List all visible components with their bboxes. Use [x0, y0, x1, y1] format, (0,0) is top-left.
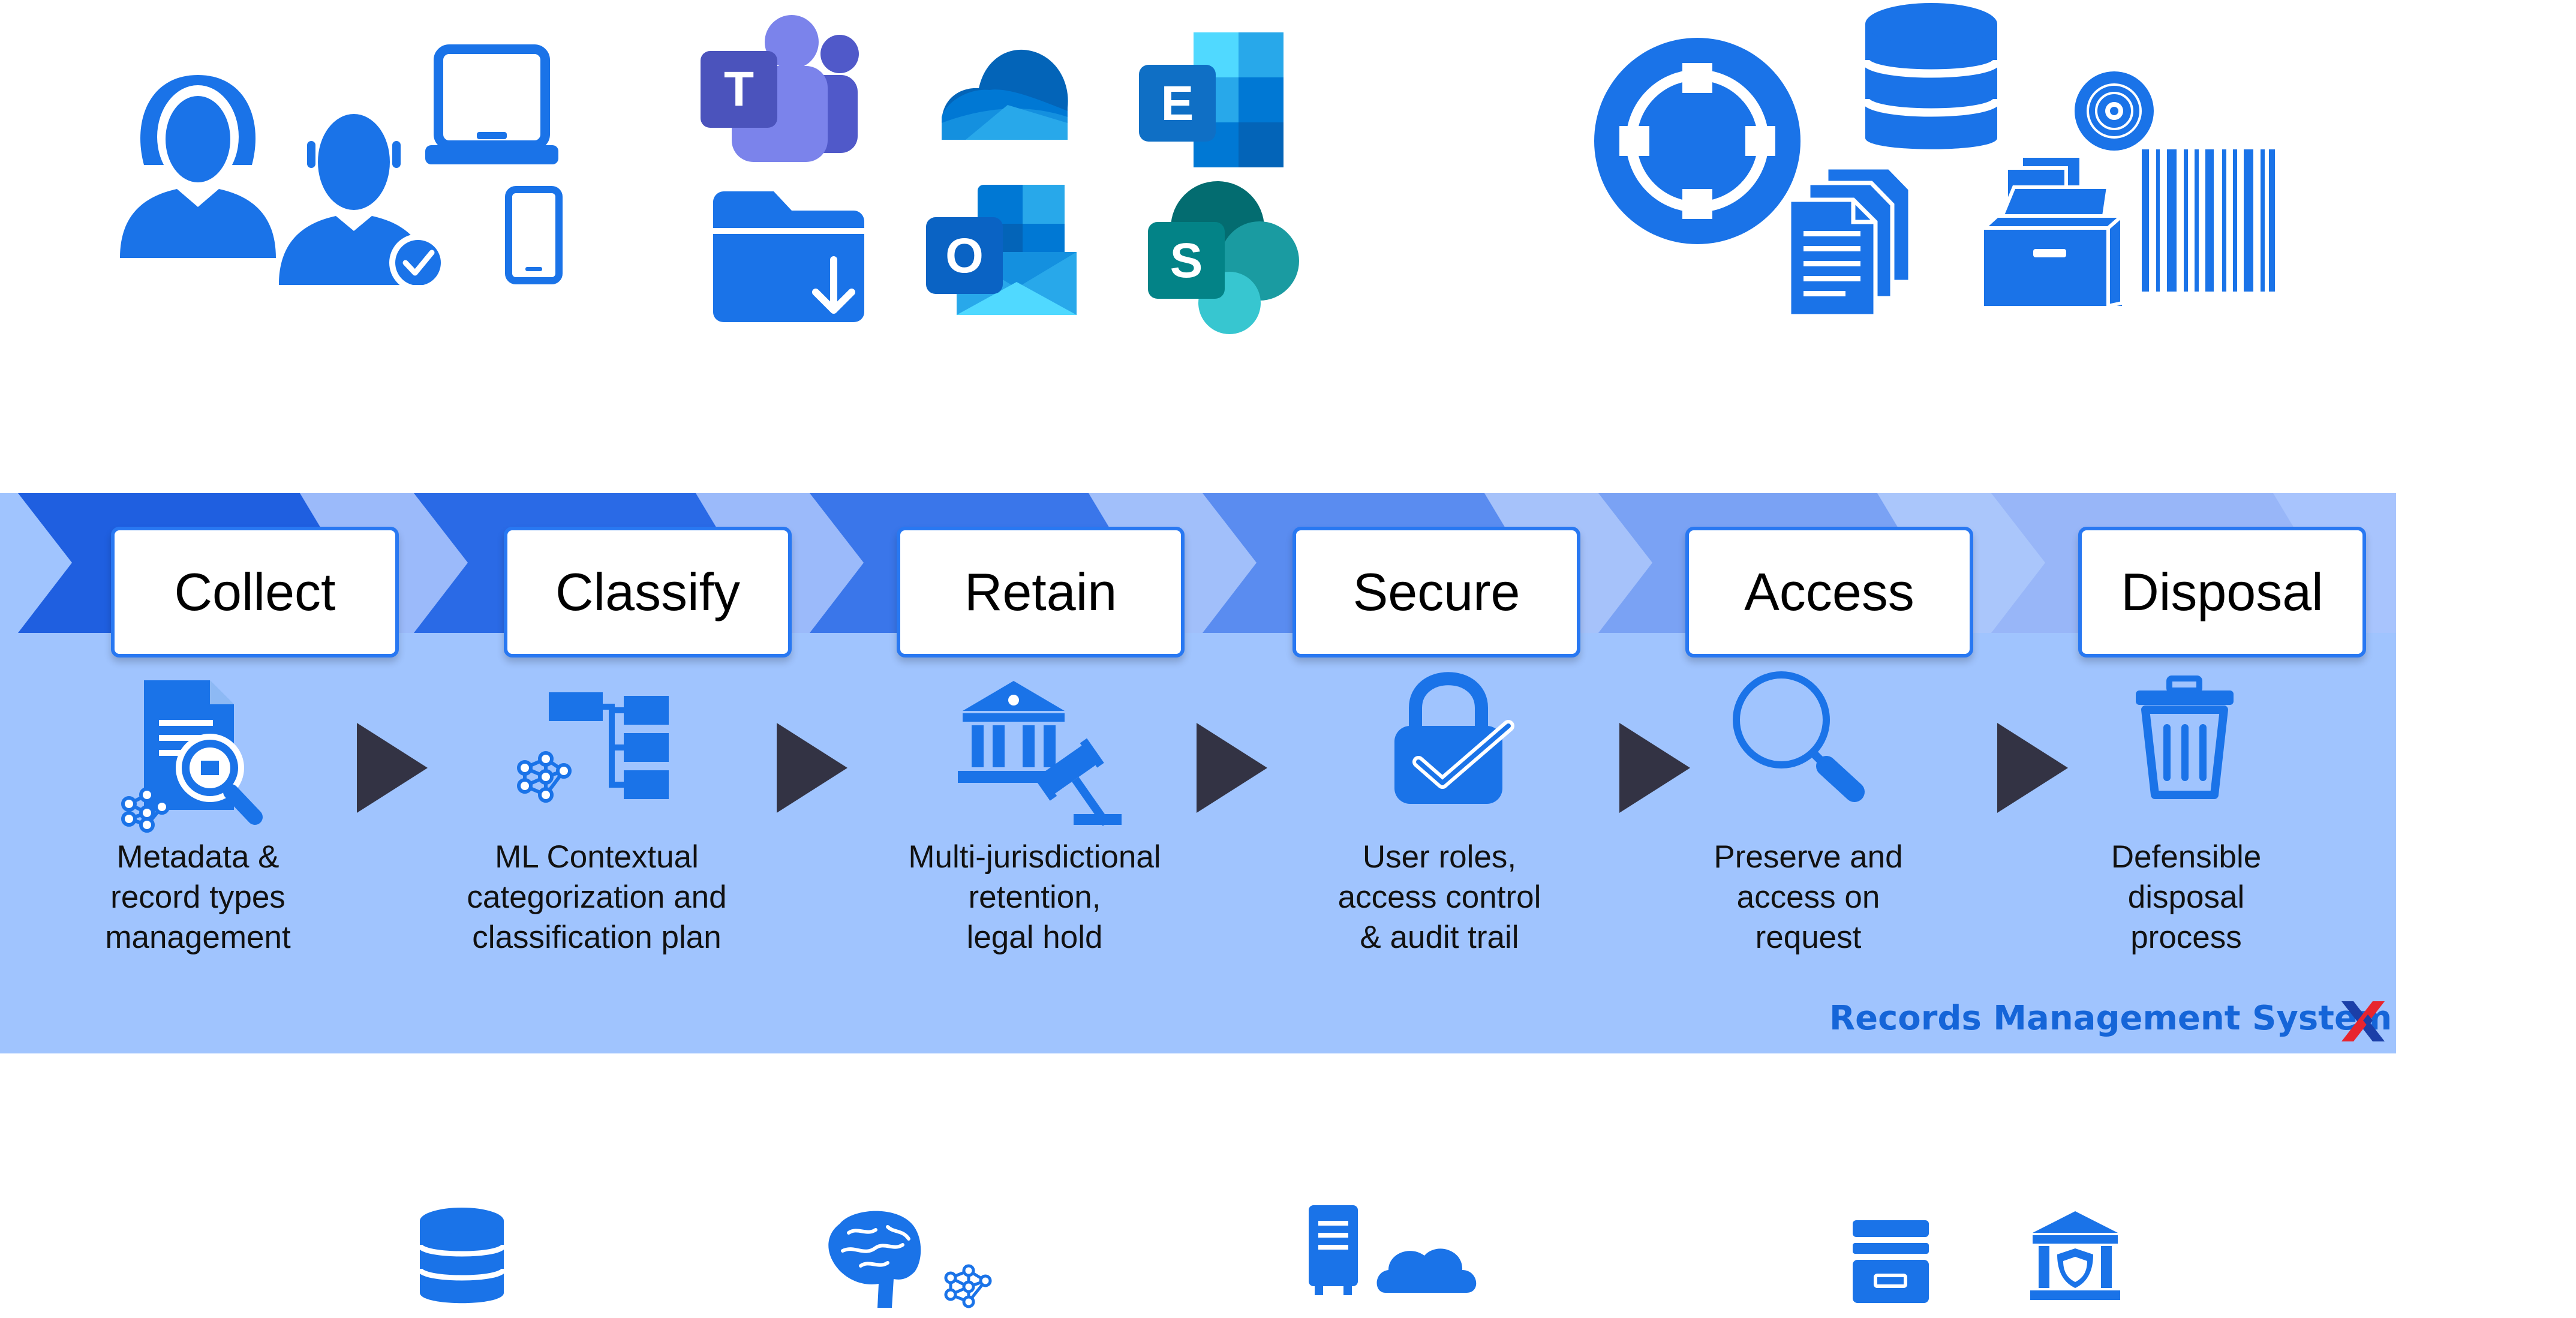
archive-drawer-icon: [1853, 1220, 1929, 1303]
exchange-icon-letter: E: [1161, 76, 1194, 131]
description-line: process: [2130, 920, 2242, 955]
stage-title: Secure: [1352, 562, 1520, 622]
laptop-icon: [425, 44, 558, 164]
sharepoint-icon: S: [1148, 181, 1299, 334]
magnifier-icon: [1733, 671, 1865, 802]
stage-access-description: Preserve and access on request: [1640, 837, 1976, 957]
system-label: Records Management System: [1829, 999, 2392, 1038]
description-line: ML Contextual: [495, 839, 699, 875]
outlook-icon: O: [926, 185, 1077, 315]
folder-download-icon: [713, 191, 864, 322]
stage-retain-box: Retain: [897, 527, 1185, 658]
stage-access-box: Access: [1685, 527, 1973, 658]
onedrive-icon: [942, 49, 1068, 140]
description-line: Multi-jurisdictional: [908, 839, 1161, 875]
stage-secure-description: User roles, access control & audit trail: [1272, 837, 1607, 957]
description-line: & audit trail: [1360, 920, 1519, 955]
description-line: request: [1755, 920, 1862, 955]
description-line: management: [105, 920, 291, 955]
description-line: retention,: [968, 879, 1101, 915]
padlock-check-icon: [1394, 672, 1514, 804]
stage-disposal-description: Defensible disposal process: [2018, 837, 2354, 957]
disc-icon: [2075, 71, 2154, 151]
stage-collect-box: Collect: [111, 527, 399, 658]
hierarchy-network-icon: [517, 692, 669, 803]
arrow-right-icon: [1619, 723, 1690, 813]
arrow-right-icon: [357, 723, 428, 813]
teams-icon: T: [701, 15, 859, 162]
description-line: categorization and: [467, 879, 727, 915]
trash-icon: [2136, 675, 2234, 799]
sharepoint-icon-letter: S: [1170, 233, 1203, 288]
x-logo-icon: [2341, 1001, 2385, 1041]
teams-icon-letter: T: [724, 62, 754, 116]
document-search-icon: [121, 680, 263, 833]
arrow-right-icon: [1997, 723, 2068, 813]
description-line: record types: [110, 879, 285, 915]
description-line: User roles,: [1362, 839, 1517, 875]
description-line: Preserve and: [1714, 839, 1903, 875]
exchange-icon: E: [1139, 32, 1284, 167]
file-archive-icon: [1979, 154, 2123, 308]
stage-classify-box: Classify: [504, 527, 792, 658]
arrow-right-icon: [777, 723, 847, 813]
integration-hub-icon: [1594, 38, 1801, 244]
barcode-icon: [2142, 149, 2275, 292]
stage-title: Retain: [964, 562, 1117, 622]
stage-secure-box: Secure: [1292, 527, 1580, 658]
description-line: classification plan: [472, 920, 722, 955]
description-line: access on: [1736, 879, 1880, 915]
description-line: legal hold: [966, 920, 1103, 955]
outlook-icon-letter: O: [945, 229, 984, 283]
stage-collect-description: Metadata & record types management: [30, 837, 366, 957]
description-line: Metadata &: [116, 839, 279, 875]
brain-network-icon: [828, 1211, 992, 1308]
stage-title: Classify: [555, 562, 741, 622]
stage-classify-description: ML Contextual categorization and classif…: [429, 837, 765, 957]
stage-disposal-box: Disposal: [2078, 527, 2366, 658]
database-icon: [1861, 3, 2001, 149]
stage-retain-description: Multi-jurisdictional retention, legal ho…: [867, 837, 1203, 957]
server-cloud-icon: [1309, 1205, 1477, 1295]
secure-bank-icon: [2030, 1211, 2120, 1300]
description-line: disposal: [2127, 879, 2245, 915]
description-line: Defensible: [2111, 839, 2262, 875]
verified-user-icon: [279, 114, 447, 285]
smartphone-icon: [505, 186, 563, 284]
documents-icon: [1787, 165, 1913, 318]
database-icon: [417, 1208, 507, 1304]
courthouse-gavel-icon: [958, 681, 1122, 826]
woman-user-icon: [120, 75, 276, 258]
description-line: access control: [1337, 879, 1541, 915]
stage-title: Collect: [174, 562, 336, 622]
stage-title: Access: [1744, 562, 1914, 622]
arrow-right-icon: [1197, 723, 1267, 813]
stage-title: Disposal: [2121, 562, 2323, 622]
